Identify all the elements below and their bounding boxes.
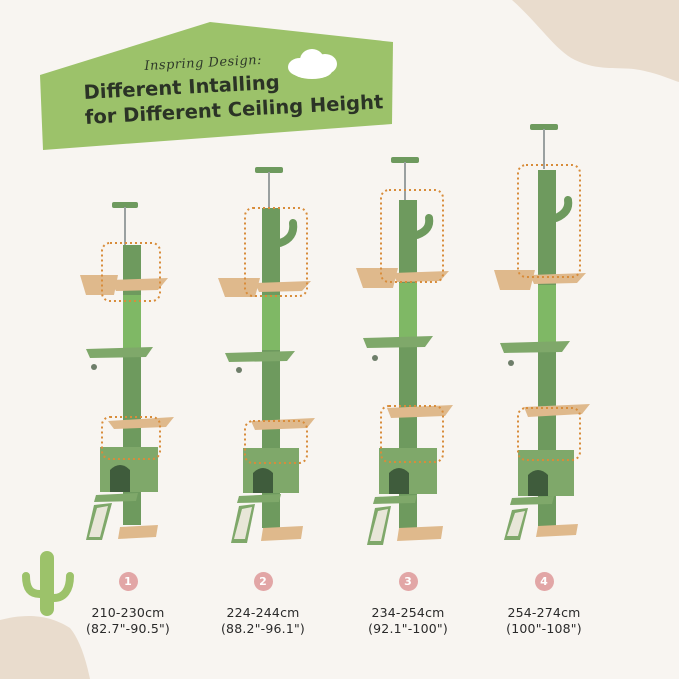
cactus-decoration-icon (22, 551, 74, 616)
height-range-in: (100"-108") (506, 621, 582, 636)
cat-tree-tower-1 (80, 202, 174, 540)
number-badge: 2 (253, 572, 273, 591)
cat-tree-tower-4 (494, 124, 590, 540)
height-range-cm: 224-244cm (226, 605, 300, 620)
number-badge: 4 (534, 572, 554, 591)
cat-tree-tower-2 (218, 167, 315, 543)
cat-tree-tower-3 (356, 157, 453, 545)
tower-label-4: 4 254-274cm (100"-108") (474, 572, 614, 637)
height-range-cm: 254-274cm (507, 605, 581, 620)
tower-label-2: 2 224-244cm (88.2"-96.1") (193, 572, 333, 637)
number-badge: 1 (118, 572, 138, 591)
tower-label-3: 3 234-254cm (92.1"-100") (338, 572, 478, 637)
height-range-in: (88.2"-96.1") (220, 621, 306, 636)
height-range-cm: 234-254cm (371, 605, 445, 620)
tower-label-1: 1 210-230cm (82.7"-90.5") (58, 572, 198, 637)
height-range-in: (82.7"-90.5") (85, 621, 171, 636)
number-badge: 3 (398, 572, 418, 591)
height-range-cm: 210-230cm (91, 605, 165, 620)
height-range-in: (92.1"-100") (368, 621, 448, 636)
